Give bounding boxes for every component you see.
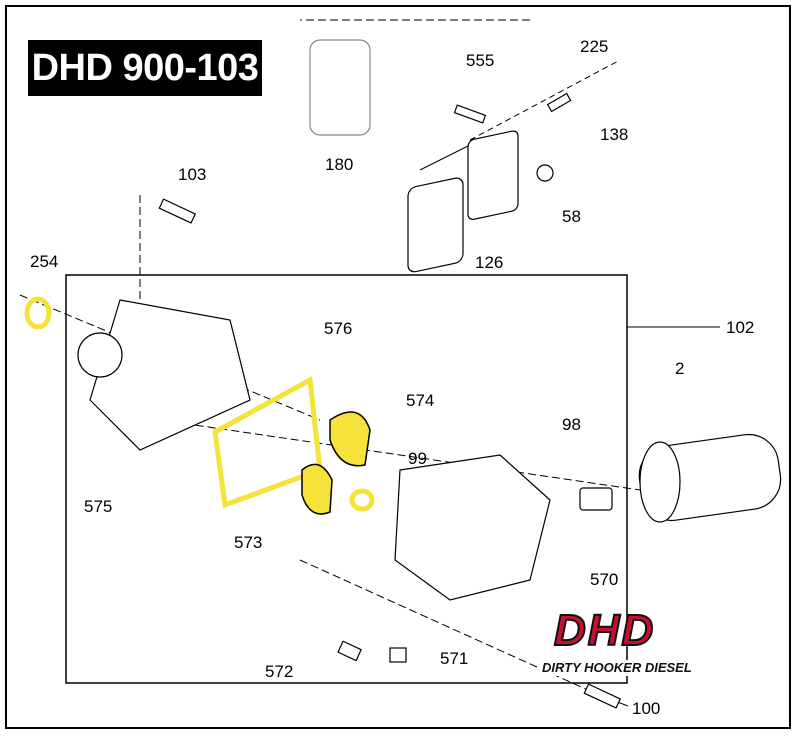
gasket-574 — [329, 411, 371, 467]
callout-180: 180 — [325, 155, 353, 174]
callout-572: 572 — [265, 662, 293, 681]
callout-100: 100 — [632, 699, 660, 718]
assembly-box — [65, 274, 628, 684]
callout-574: 574 — [406, 391, 434, 410]
callout-102: 102 — [726, 318, 754, 337]
callout-571: 571 — [440, 649, 468, 668]
part-number-badge: DHD 900-103 — [28, 40, 262, 96]
callout-126: 126 — [475, 253, 503, 272]
o-ring-99 — [349, 488, 375, 512]
outer-frame — [5, 5, 791, 729]
callout-576: 576 — [324, 319, 352, 338]
dhd-logo: DHD DIRTY HOOKER DIESEL — [540, 606, 740, 678]
callout-570: 570 — [590, 570, 618, 589]
highlighted-gaskets — [24, 296, 375, 515]
callout-573: 573 — [234, 533, 262, 552]
o-ring-254 — [24, 296, 52, 330]
logo-mark: DHD — [553, 606, 656, 655]
callout-99: 99 — [408, 449, 427, 468]
parts — [77, 39, 782, 709]
callout-58: 58 — [562, 207, 581, 226]
gasket-573 — [301, 463, 333, 515]
callout-98: 98 — [562, 415, 581, 434]
logo-tagline: DIRTY HOOKER DIESEL — [540, 660, 694, 676]
callout-103: 103 — [178, 165, 206, 184]
callout-225: 225 — [580, 37, 608, 56]
callout-254: 254 — [30, 252, 58, 271]
callout-575: 575 — [84, 497, 112, 516]
callout-138: 138 — [600, 125, 628, 144]
callout-2: 2 — [675, 359, 684, 378]
callout-555: 555 — [466, 51, 494, 70]
callout-labels: 555 225 138 180 58 126 103 254 576 102 5… — [30, 37, 754, 718]
